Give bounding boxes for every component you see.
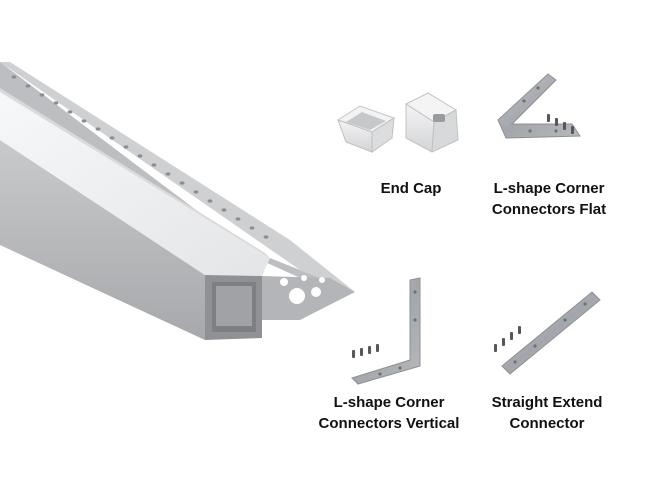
profile-hole	[280, 278, 288, 286]
profile-diffuser-edge	[0, 88, 270, 258]
profile-hole	[311, 287, 321, 297]
l-connector-vertical	[351, 277, 421, 385]
caption-line: End Cap	[380, 180, 442, 197]
profile-channel-inner	[216, 286, 252, 326]
caption-straight-extend: Straight Extend Connector	[476, 392, 618, 434]
caption-line: Straight Extend	[491, 394, 603, 411]
straight-connector	[494, 291, 601, 375]
profile-diffuser	[0, 90, 270, 276]
profile-hole	[319, 277, 325, 283]
screws-vertical	[352, 344, 379, 358]
caption-end-cap: End Cap	[356, 178, 466, 199]
caption-line: Connector	[509, 415, 585, 432]
end-cap-left	[336, 105, 396, 153]
aluminum-profile	[0, 62, 355, 340]
caption-line: Connectors Vertical	[318, 415, 460, 432]
caption-line: L-shape Corner	[493, 180, 605, 197]
profile-flange-end	[262, 276, 355, 320]
screws-straight	[494, 326, 521, 352]
caption-l-shape-vertical: L-shape Corner Connectors Vertical	[304, 392, 474, 434]
profile-hole	[301, 275, 307, 281]
profile-hole	[289, 288, 305, 304]
caption-l-shape-flat: L-shape Corner Connectors Flat	[474, 178, 624, 220]
profile-perforations	[11, 75, 269, 239]
end-cap-right	[404, 92, 459, 153]
end-cap-pair	[336, 92, 459, 153]
profile-flange-top	[0, 62, 355, 292]
caption-line: L-shape Corner	[333, 394, 445, 411]
screws-flat	[547, 114, 574, 134]
profile-side-wall	[0, 140, 205, 340]
caption-line: Connectors Flat	[491, 201, 607, 218]
l-connector-flat	[497, 73, 581, 139]
